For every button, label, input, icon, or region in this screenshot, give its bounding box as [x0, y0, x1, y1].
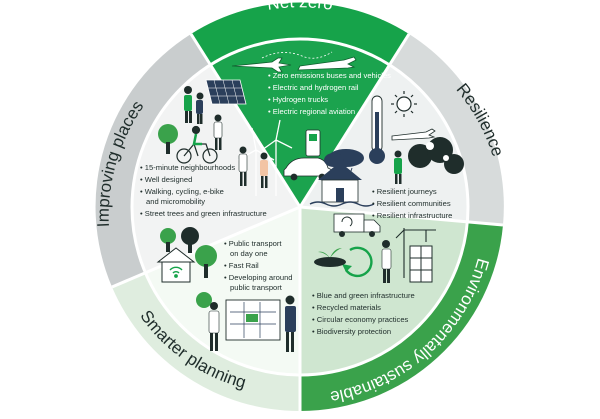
resilience-trees-icon: [408, 137, 464, 174]
construction-crane-icon: [395, 228, 436, 278]
street-tree-icon: [158, 124, 178, 154]
recycling-truck-icon: [333, 213, 381, 237]
people-group-icon: [184, 86, 204, 124]
bullet-item: • Electric and hydrogen rail: [268, 83, 359, 92]
thermometer-icon: [369, 95, 385, 164]
building-scaffold-icon: [409, 245, 433, 283]
hiker-icon: [394, 150, 402, 184]
cyclist-icon: [176, 125, 218, 164]
flood-water-icon: [309, 201, 375, 207]
bullet-item-continued: on day one: [230, 249, 268, 258]
planner-man-icon: [285, 295, 296, 352]
bullet-item: • Hydrogen trucks: [268, 95, 328, 104]
house-icon: [318, 162, 362, 203]
walking-couple-icon: [238, 146, 268, 188]
net-zero-bullets: • Zero emissions buses and vehicles • El…: [268, 71, 391, 116]
regional-aircraft-icon: [297, 56, 357, 71]
inner-improving-places: [132, 66, 300, 273]
bullet-item: • Walking, cycling, e-bike: [140, 187, 224, 196]
inner-net-zero: [211, 40, 389, 208]
flight-path-line: [261, 51, 333, 59]
ev-charger-icon: [305, 129, 321, 157]
resilience-aircraft-icon: [391, 128, 436, 141]
bullet-item: • Zero emissions buses and vehicles: [268, 71, 391, 80]
segment-title-net-zero: Net zero: [266, 0, 334, 14]
solar-panel-icon: [205, 79, 247, 105]
bullet-item: • Resilient journeys: [372, 187, 437, 196]
planning-trees-icon: [160, 227, 217, 308]
bullet-item: • Electric regional aviation: [268, 107, 355, 116]
wifi-icon: [169, 266, 183, 278]
sun-icon: [391, 91, 417, 117]
bullet-item: • Developing around: [224, 273, 293, 282]
aircraft-icon: [231, 57, 292, 73]
seedling-in-hands-icon: [314, 248, 346, 267]
person-with-scooter-icon: [213, 114, 223, 150]
environment-bullets: • Blue and green infrastructure • Recycl…: [312, 291, 415, 336]
bullet-item-continued: and micromobility: [146, 197, 205, 206]
bullet-item: • Recycled materials: [312, 303, 381, 312]
bullet-item: • Resilient communities: [372, 199, 451, 208]
bullet-item: • Well designed: [140, 175, 192, 184]
recycle-icon: [342, 246, 373, 278]
smarter-planning-bullets: • Public transport on day one • Fast Rai…: [224, 239, 293, 292]
bullet-item: • 15-minute neighbourhoods: [140, 163, 235, 172]
inner-ring-border: [130, 37, 470, 377]
engineer-person-icon: [381, 240, 392, 283]
planner-woman-icon: [208, 302, 220, 351]
bullet-item: • Public transport: [224, 239, 282, 248]
improving-places-bullets: • 15-minute neighbourhoods • Well design…: [140, 163, 267, 218]
bullet-item: • Street trees and green infrastructure: [140, 209, 267, 218]
resilience-bullets: • Resilient journeys • Resilient communi…: [372, 187, 452, 220]
bullet-item: • Fast Rail: [224, 261, 259, 270]
bullet-item-continued: public transport: [230, 283, 283, 292]
bullet-item: • Biodiversity protection: [312, 327, 391, 336]
bullet-item: • Resilient infrastructure: [372, 211, 452, 220]
city-plan-board-icon: [225, 299, 281, 341]
bullet-item: • Blue and green infrastructure: [312, 291, 415, 300]
bullet-item: • Circular economy practices: [312, 315, 409, 324]
